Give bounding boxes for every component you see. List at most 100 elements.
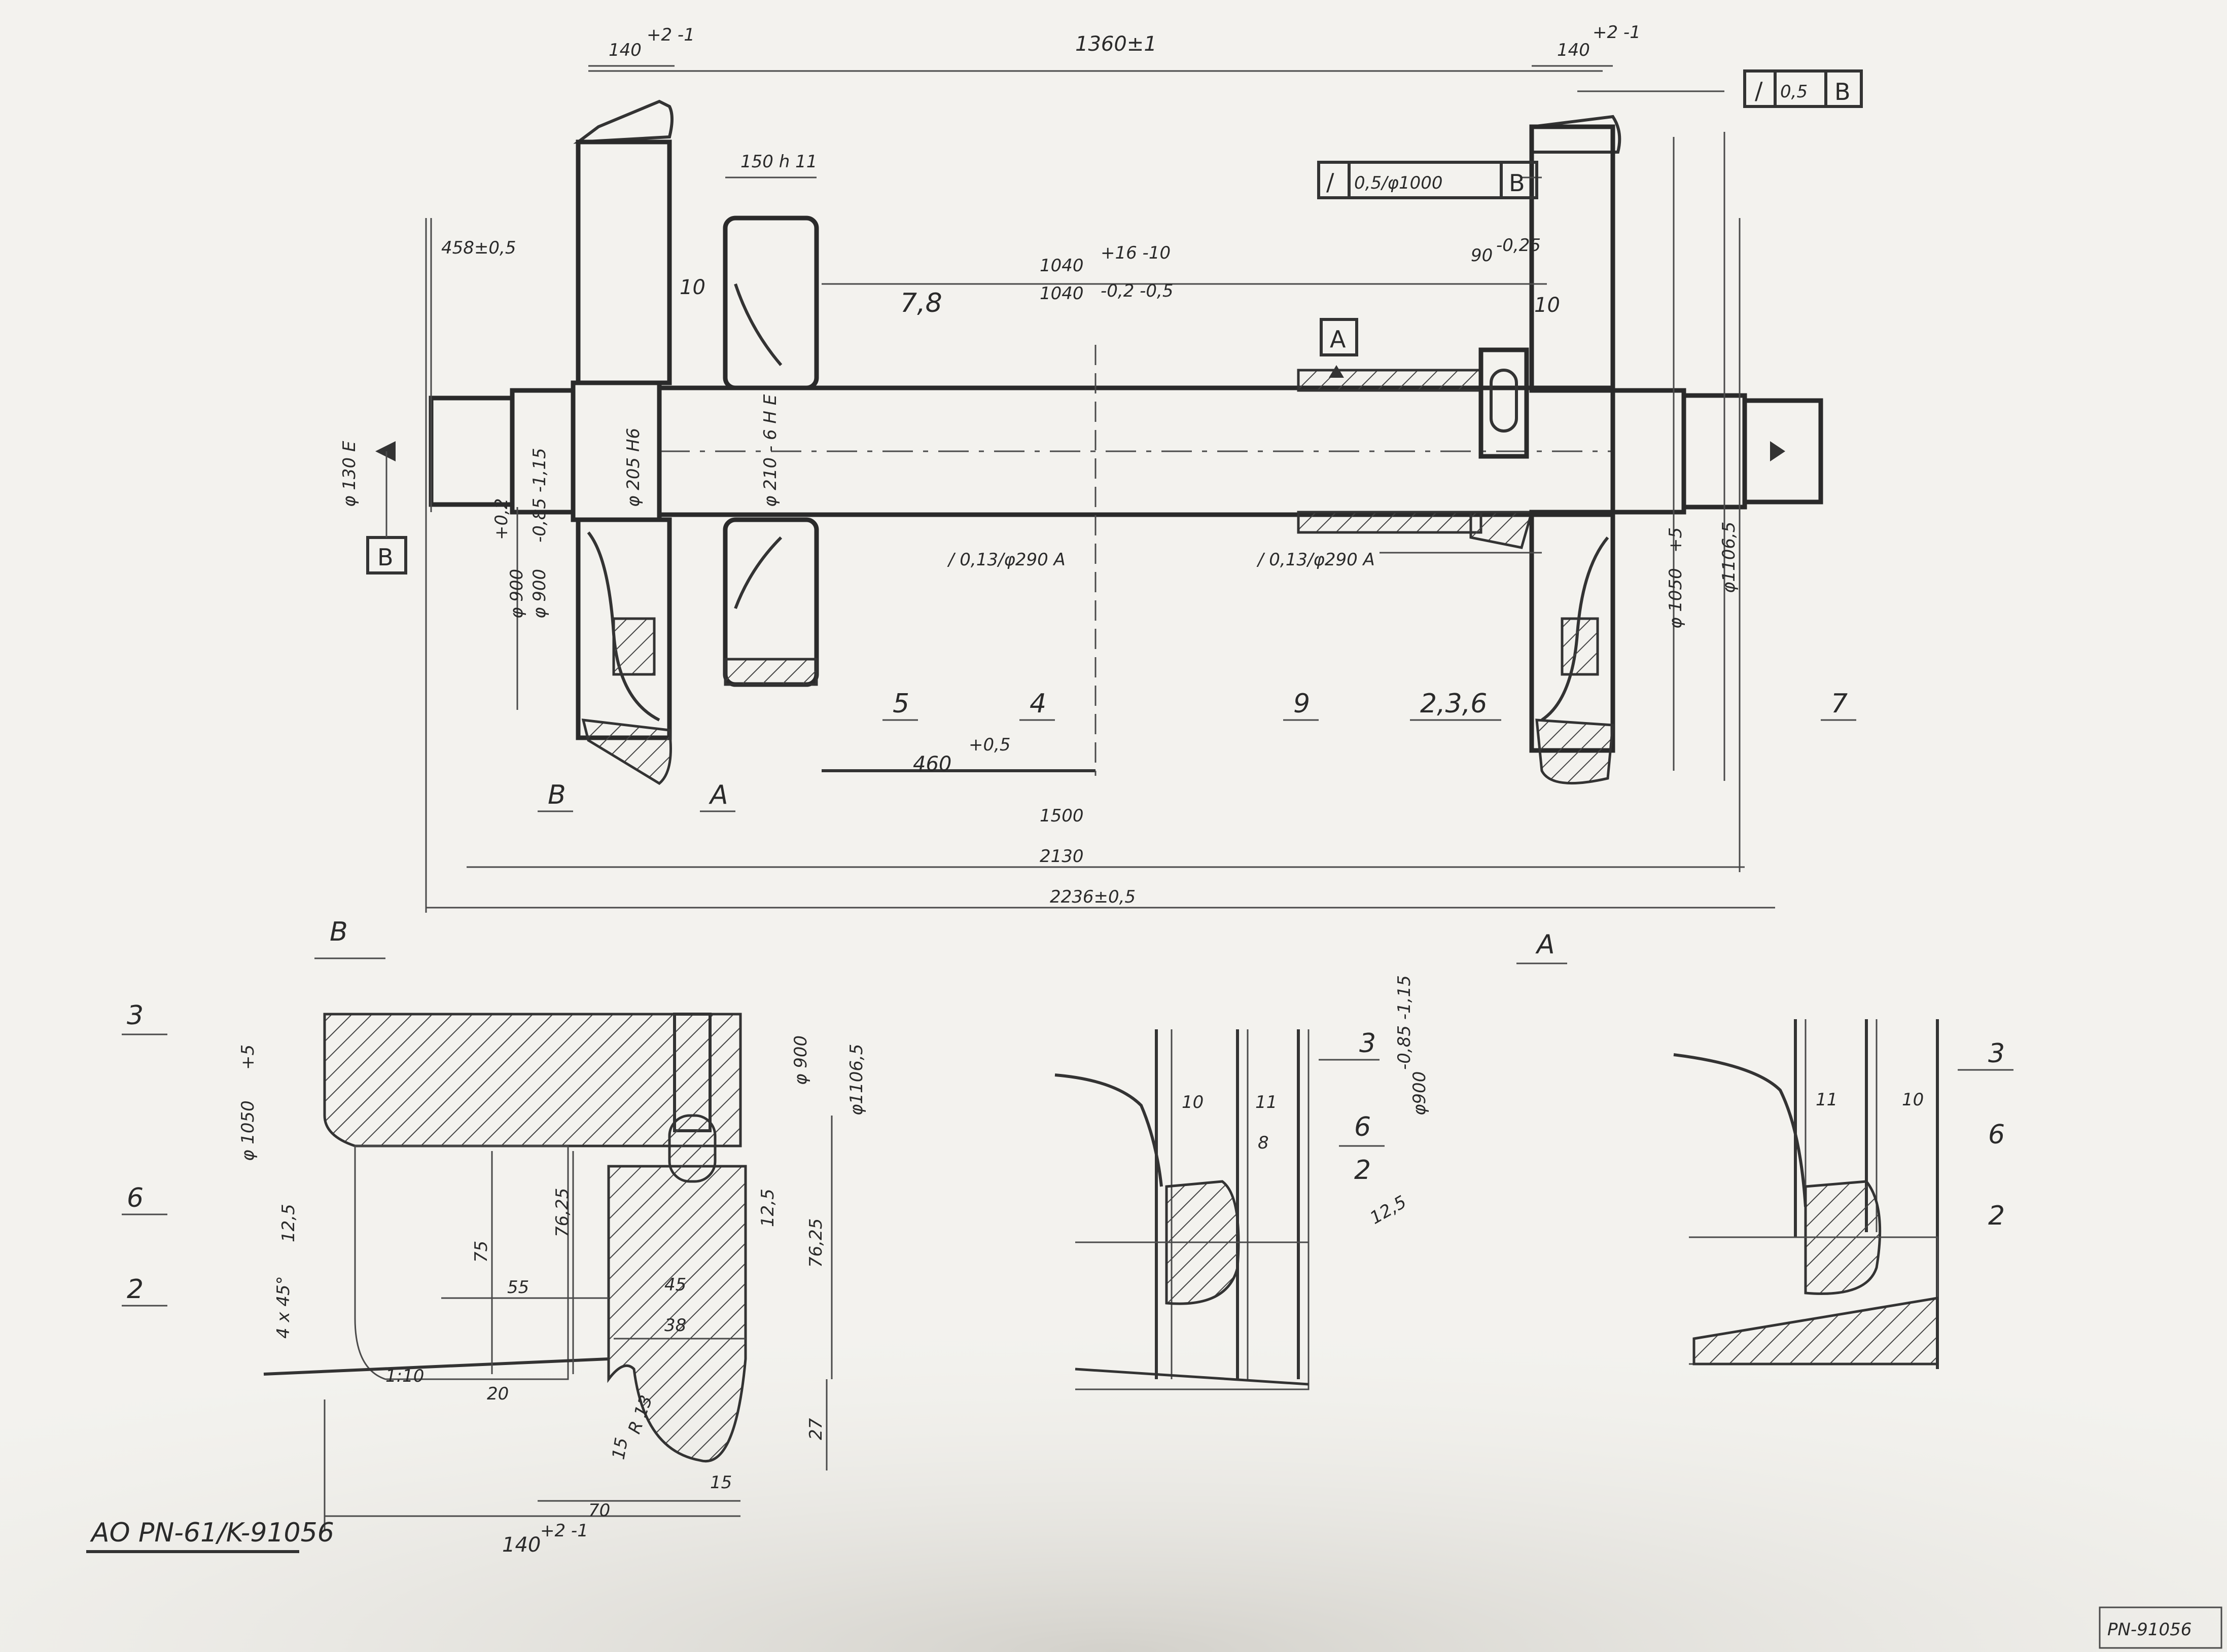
right-wheel-rim-top: [1529, 124, 1615, 393]
datum-triangle-right: [1770, 441, 1785, 461]
svg-text:3: 3: [1359, 1028, 1376, 1059]
main-view-labels: 1360±1 140 +2 -1 140 +2 -1 150 h 11 458±…: [339, 22, 1739, 907]
dim-140-left-tol: +2 -1: [647, 25, 695, 45]
svg-text:/: /: [1326, 168, 1334, 196]
svg-text:3: 3: [1988, 1038, 2005, 1069]
gear-web-top: [734, 283, 783, 366]
svg-text:φ 900: φ 900: [791, 1035, 811, 1085]
dim-1040-b-tol: -0,2 -0,5: [1101, 281, 1174, 301]
paper-stain: [0, 1217, 2227, 1652]
detail-a-profile: [1054, 1073, 1163, 1187]
dim-90-tol: -0,25: [1496, 235, 1541, 256]
dim-phi1106: φ1106,5: [1719, 522, 1739, 593]
svg-text:φ1106,5: φ1106,5: [846, 1044, 867, 1116]
svg-text:20: 20: [487, 1384, 509, 1404]
left-wheel-flange-top: [573, 99, 674, 144]
dim-90: 90: [1471, 245, 1493, 266]
svg-text:φ900: φ900: [1409, 1071, 1430, 1116]
svg-text:15: 15: [710, 1473, 732, 1493]
svg-text:45: 45: [664, 1275, 686, 1295]
dim-2236: 2236±0,5: [1050, 887, 1136, 907]
dim-458: 458±0,5: [441, 238, 516, 258]
svg-text:B: B: [377, 544, 394, 571]
svg-text:12,5: 12,5: [758, 1189, 778, 1227]
svg-text:2: 2: [1988, 1201, 2005, 1231]
nut-slot: [1490, 369, 1518, 433]
left-journal: [429, 396, 515, 507]
dim-phi210: φ 210 - 6 H E: [760, 394, 781, 507]
gear-web-bottom: [734, 536, 783, 609]
tol-frame-small-right: / 0,13/φ290 A: [1256, 550, 1375, 570]
collar-section: [1469, 511, 1534, 549]
right-ring-section: [1561, 617, 1599, 676]
nut-block: [1478, 347, 1529, 459]
svg-text:1:10: 1:10: [385, 1366, 424, 1386]
callout-7-8: 7,8: [900, 288, 942, 318]
svg-text:0,5/φ1000: 0,5/φ1000: [1354, 173, 1442, 193]
svg-text:12,5: 12,5: [278, 1204, 299, 1242]
dim-10-left: 10: [680, 276, 705, 299]
dim-phi1050: φ 1050: [1666, 568, 1686, 629]
gear-wheel-top: [723, 216, 819, 390]
svg-text:38: 38: [664, 1315, 686, 1336]
dim-phi900-a-tol: +0,2: [491, 498, 512, 540]
left-ring-section: [612, 617, 656, 676]
dim-140-left: 140: [609, 40, 642, 60]
detail-b-title: B: [330, 917, 348, 947]
dim-460-tol: +0,5: [969, 735, 1011, 755]
dim-1040-a-tol: +16 -10: [1101, 243, 1171, 263]
svg-text:B: B: [1834, 78, 1851, 105]
detail-b-taper-line: [263, 1357, 609, 1376]
sleeve-bottom-section: [1297, 511, 1482, 534]
callout-b: B: [548, 780, 566, 810]
datum-box-a: A: [1320, 318, 1358, 356]
svg-text:-0,85 -1,15: -0,85 -1,15: [1394, 975, 1415, 1070]
callout-9: 9: [1293, 689, 1310, 719]
svg-text:6: 6: [1988, 1120, 2005, 1150]
datum-box-b: B: [366, 451, 407, 574]
dim-phi130: φ 130 E: [339, 441, 360, 507]
detail-b-part-3: 3: [127, 1000, 144, 1031]
dim-1040-a: 1040: [1040, 256, 1084, 276]
dim-150h11: 150 h 11: [740, 152, 817, 172]
left-wheel-rim-top: [576, 139, 672, 385]
svg-text:27: 27: [806, 1418, 826, 1440]
left-wheel-tyre-section: [581, 719, 672, 785]
svg-text:15: 15: [608, 1436, 632, 1461]
svg-text:76,25: 76,25: [806, 1218, 826, 1268]
svg-text:+2 -1: +2 -1: [540, 1521, 588, 1541]
dim-1040-b: 1040: [1040, 283, 1084, 304]
callout-4: 4: [1030, 689, 1046, 719]
dim-2130: 2130: [1040, 846, 1084, 867]
dim-phi1050-tol: +5: [1666, 527, 1686, 553]
svg-text:76,25: 76,25: [552, 1188, 573, 1237]
corner-stamp: PN-91056: [2107, 1620, 2191, 1640]
svg-text:B: B: [1509, 169, 1525, 197]
dim-460: 460: [913, 752, 951, 776]
detail-b-part-6: 6: [127, 1183, 144, 1213]
datum-triangle-b: [375, 441, 396, 461]
drawing-number: AO PN-61/K-91056: [90, 1518, 334, 1548]
dim-1500: 1500: [1040, 806, 1084, 826]
svg-text:A: A: [1330, 326, 1346, 353]
dim-phi900-b: φ 900: [529, 569, 550, 619]
right-dust-guard: [1681, 393, 1747, 510]
detail-b: B 3 6 2 φ 1050 +5 φ 900 φ1106,5 12,5 4 x…: [122, 917, 867, 1557]
svg-text:70: 70: [588, 1500, 610, 1521]
detail-b-flange-section: [607, 1165, 747, 1463]
dim-phi900-b-tol: -0,85 -1,15: [529, 448, 550, 543]
title-stamp: AO PN-61/K-91056 PN-91056: [86, 1518, 2222, 1649]
dim-10-right: 10: [1534, 294, 1560, 317]
detail-b-ring: [668, 1114, 717, 1183]
dim-140-right-tol: +2 -1: [1593, 22, 1641, 43]
right-wheel-tyre-section: [1535, 719, 1614, 785]
main-assembly-view: [375, 65, 1823, 913]
svg-text:4 x 45°: 4 x 45°: [273, 1276, 294, 1339]
svg-text:10: 10: [1182, 1092, 1204, 1112]
left-wheel-seat: [571, 380, 662, 522]
svg-text:6: 6: [1354, 1112, 1371, 1142]
detail-c: 11 10 3 6 2: [1673, 1019, 2013, 1369]
right-journal: [1742, 398, 1823, 505]
dim-140-right: 140: [1557, 40, 1590, 60]
